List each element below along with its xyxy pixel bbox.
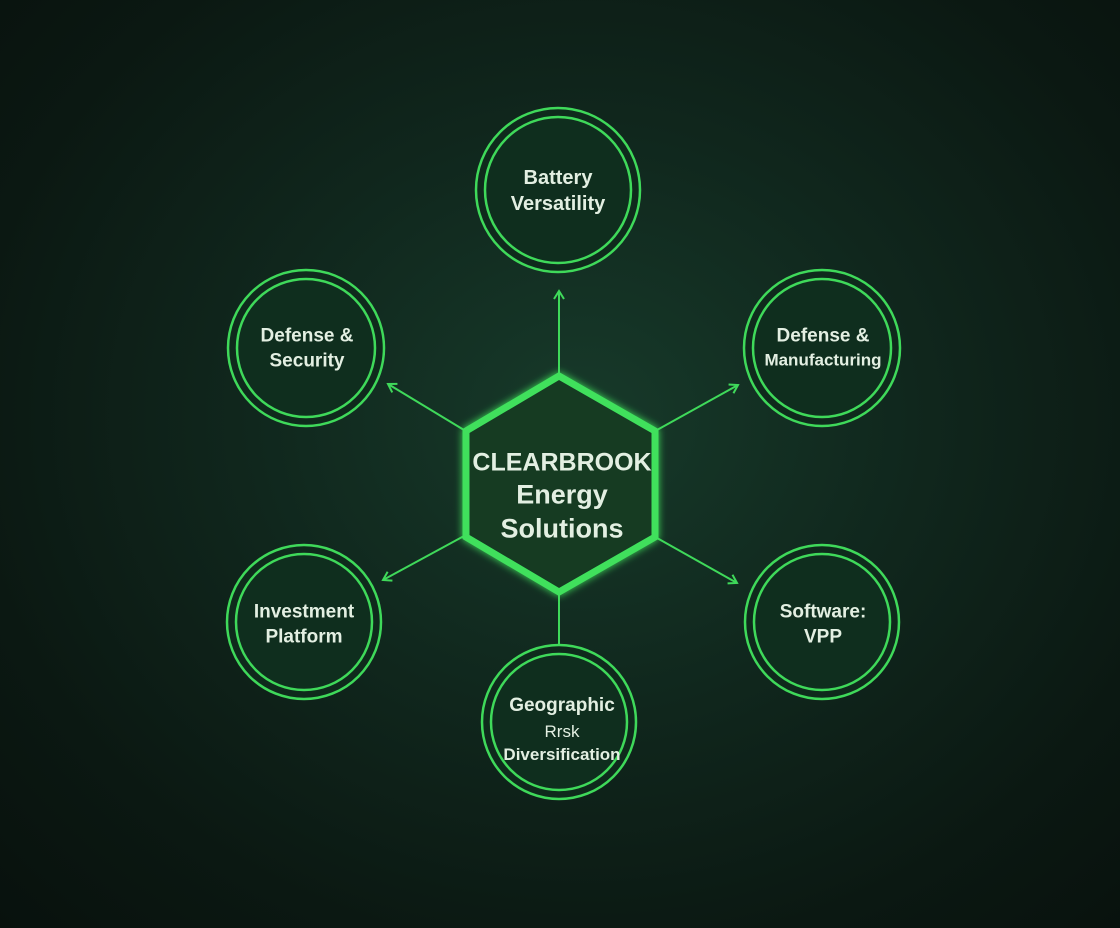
node-label: Defense & bbox=[776, 325, 870, 347]
connector-investment bbox=[381, 535, 465, 582]
center-subtitle-2: Solutions bbox=[500, 513, 624, 544]
node-label: VPP bbox=[803, 626, 843, 647]
node-label: Defense & bbox=[260, 325, 354, 347]
node-investment: Investment Platform bbox=[254, 600, 354, 649]
node-label: Platform bbox=[265, 626, 343, 647]
center-label: CLEARBROOK Energy Solutions bbox=[472, 448, 651, 547]
node-label: Battery bbox=[523, 167, 593, 189]
node-defense-security: Defense & Security bbox=[261, 324, 354, 373]
inner-ring-defense-security bbox=[235, 277, 377, 419]
connector-software bbox=[656, 537, 739, 585]
inner-ring-investment bbox=[234, 552, 374, 692]
connector-defense-security bbox=[386, 382, 465, 431]
node-label: Software: bbox=[779, 601, 867, 623]
center-subtitle-1: Energy bbox=[516, 479, 608, 510]
inner-ring-geographic bbox=[489, 652, 629, 792]
node-label: Versatility bbox=[510, 193, 606, 215]
node-label: Manufacturing bbox=[764, 350, 882, 370]
inner-ring-software bbox=[752, 552, 892, 692]
inner-ring-defense-manufacturing bbox=[751, 277, 893, 419]
node-label: Diversification bbox=[503, 745, 621, 765]
node-label: Geographic bbox=[509, 694, 615, 716]
node-label: Security bbox=[269, 350, 345, 371]
center-title: CLEARBROOK bbox=[472, 448, 652, 477]
connector-defense-manufacturing bbox=[656, 383, 740, 431]
node-defense-manufacturing: Defense & Manufacturing bbox=[764, 325, 881, 372]
node-label: Rrsk bbox=[544, 721, 580, 741]
node-geographic: Geographic Rrsk Diversification bbox=[503, 693, 620, 767]
inner-ring-battery bbox=[483, 115, 633, 265]
center-hexagon bbox=[462, 371, 659, 597]
node-label: Investment bbox=[253, 601, 355, 623]
node-software: Software: VPP bbox=[780, 600, 867, 649]
node-battery: Battery Versatility bbox=[511, 165, 606, 217]
